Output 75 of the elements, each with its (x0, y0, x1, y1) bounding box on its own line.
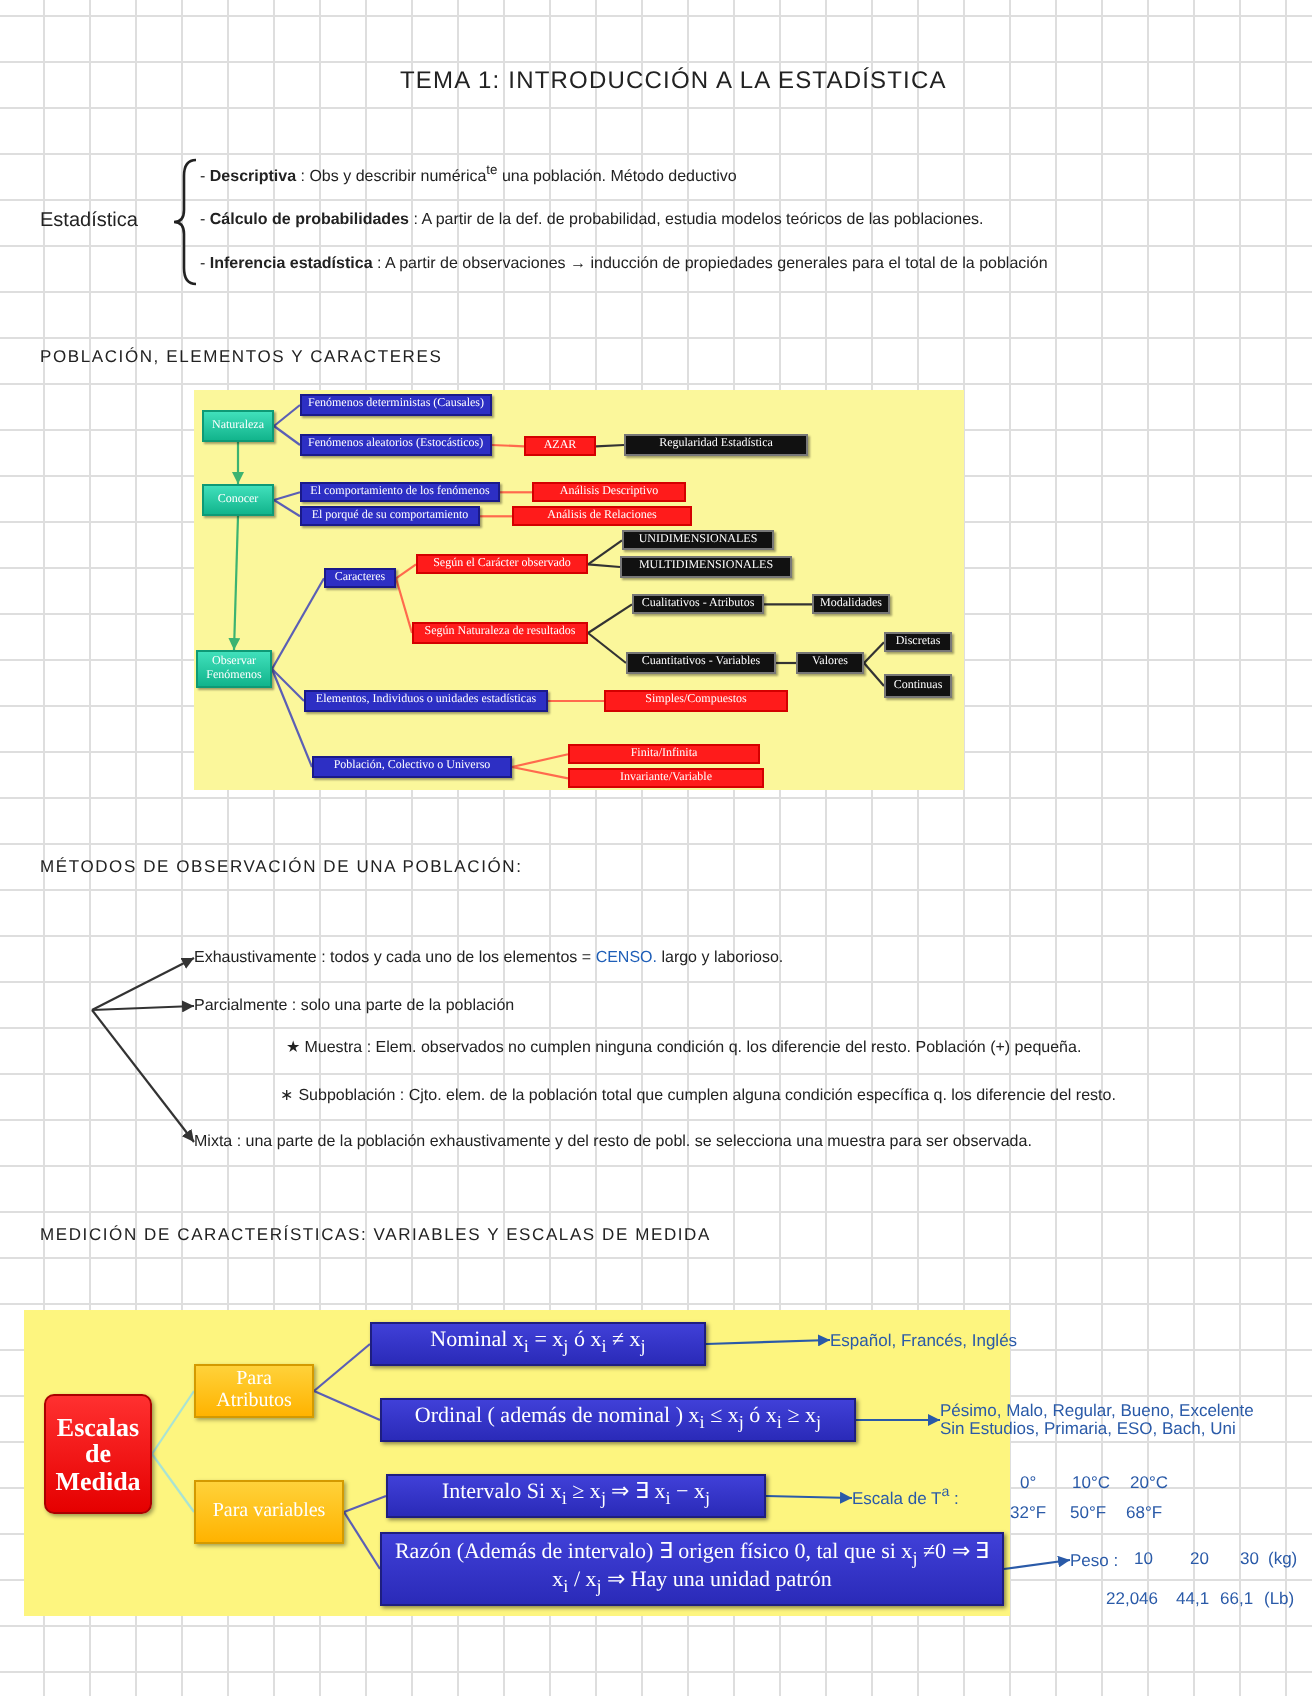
connector-line (273, 425, 301, 446)
connector-line (587, 539, 623, 566)
value-text: 0° (1020, 1472, 1037, 1493)
connector-line (595, 443, 625, 448)
value-text: 22,046 (1106, 1588, 1158, 1609)
concept-box: Razón (Además de intervalo) ∃ origen físico 0, tal que si x$_{j}$ ≠0 ⇒ ∃ x$_{i}$ / x$_{j}$ ⇒ Hay una unidad patrón (380, 1532, 1004, 1606)
value-text: 30 (1240, 1548, 1259, 1569)
connector-line (273, 404, 301, 427)
arrow (856, 1414, 940, 1426)
arrow (232, 442, 244, 484)
concept-box: Ordinal ( además de nominal ) x$_{i}$ ≤ x$_{j}$ ó x$_{i}$ ≥ x$_{j}$ (380, 1398, 856, 1442)
value-text: 50°F (1070, 1502, 1107, 1523)
value-text: 10°C (1072, 1472, 1110, 1493)
connector-line (343, 1511, 381, 1570)
connector-line (313, 1343, 371, 1392)
concept-box: Intervalo Si x$_{i}$ ≥ x$_{j}$ ⇒ ∃ x$_{i}$ − x$_{j}$ (386, 1474, 766, 1518)
connector-line (151, 1390, 195, 1455)
concept-box: Nominal x$_{i}$ = x$_{j}$ ó x$_{i}$ ≠ x$_{j}$ (370, 1322, 706, 1366)
section-heading: MÉTODOS DE OBSERVACIÓN DE UNA POBLACIÓN: (40, 856, 523, 877)
note-text: ★ Muestra : Elem. observados no cumplen ninguna condición q. los diferencie del resto. Población (+) pequeña. (286, 1038, 1082, 1058)
connector-line (511, 753, 569, 769)
connector-line (587, 632, 627, 664)
definition-text: - Descriptiva : Obs y describir numérica$^{te}$ una población. Método deductivo (200, 164, 737, 187)
arrow (228, 515, 241, 651)
value-text: 68°F (1126, 1502, 1163, 1523)
value-text: 32°F (1010, 1502, 1047, 1523)
note-text: Parcialmente : solo una parte de la población (194, 994, 515, 1018)
arrow (765, 1491, 853, 1504)
connector-line (395, 563, 417, 580)
connector-line (511, 765, 569, 780)
connector-line (313, 1390, 381, 1421)
value-text: (kg) (1268, 1548, 1298, 1569)
connector-line (491, 443, 525, 448)
value-text: 20°C (1130, 1472, 1168, 1493)
connector-line (394, 578, 414, 634)
page-title: TEMA 1: INTRODUCCIÓN A LA ESTADÍSTICA (400, 66, 947, 95)
connector-line (863, 662, 885, 687)
value-text: (Lb) (1264, 1588, 1295, 1609)
definition-text: - Inferencia estadística : A partir de observaciones → inducción de propiedades generales para el total de la población (200, 254, 1048, 274)
connector-line (764, 603, 812, 606)
arrow (1003, 1555, 1071, 1571)
arrow (91, 1009, 195, 1143)
section-heading: POBLACIÓN, ELEMENTOS Y CARACTERES (40, 346, 443, 367)
section-heading: MEDICIÓN DE CARACTERÍSTICAS: VARIABLES Y ESCALAS DE MEDIDA (40, 1224, 711, 1245)
note-text: Mixta : una parte de la población exhaustivamente y del resto de pobl. se selecciona una muestra para ser observada. (194, 1130, 1032, 1154)
connector-line (500, 491, 532, 494)
connector-line (548, 699, 604, 703)
connector-line (480, 515, 512, 518)
term-text: Estadística (40, 210, 138, 234)
connector-line (271, 577, 325, 670)
value-text: 20 (1190, 1548, 1209, 1569)
connector-line (151, 1453, 195, 1513)
connector-line (271, 668, 305, 702)
connector-line (587, 563, 621, 569)
value-text: 10 (1134, 1548, 1153, 1569)
connector-line (273, 491, 301, 502)
concept-box: Escalas de Medida (44, 1394, 152, 1514)
connector-line (271, 668, 313, 768)
concept-box: Para variables (194, 1480, 344, 1544)
example-text: Escala de T$^{a}$ : (852, 1486, 959, 1510)
arrow (91, 1000, 195, 1013)
connector-line (776, 661, 796, 665)
connector-line (863, 641, 885, 664)
value-text: 44,1 (1176, 1588, 1210, 1609)
arrow (705, 1334, 831, 1347)
value-text: 66,1 (1220, 1588, 1254, 1609)
connector-line (273, 499, 301, 518)
definition-text: - Cálculo de probabilidades : A partir de la def. de probabilidad, estudia modelos teóricos de las poblaciones. (200, 210, 984, 230)
connector-line (587, 603, 633, 634)
note-text: ∗ Subpoblación : Cjto. elem. de la población total que cumplen alguna condición específica q. los diferencie del resto. (280, 1086, 1116, 1106)
concept-box: Para Atributos (194, 1364, 314, 1418)
example-text: Peso : (1070, 1548, 1119, 1572)
connector-line (343, 1494, 387, 1514)
arrow (91, 957, 195, 1011)
note-text: Exhaustivamente : todos y cada uno de los elementos = CENSO. largo y laborioso. (194, 946, 784, 970)
